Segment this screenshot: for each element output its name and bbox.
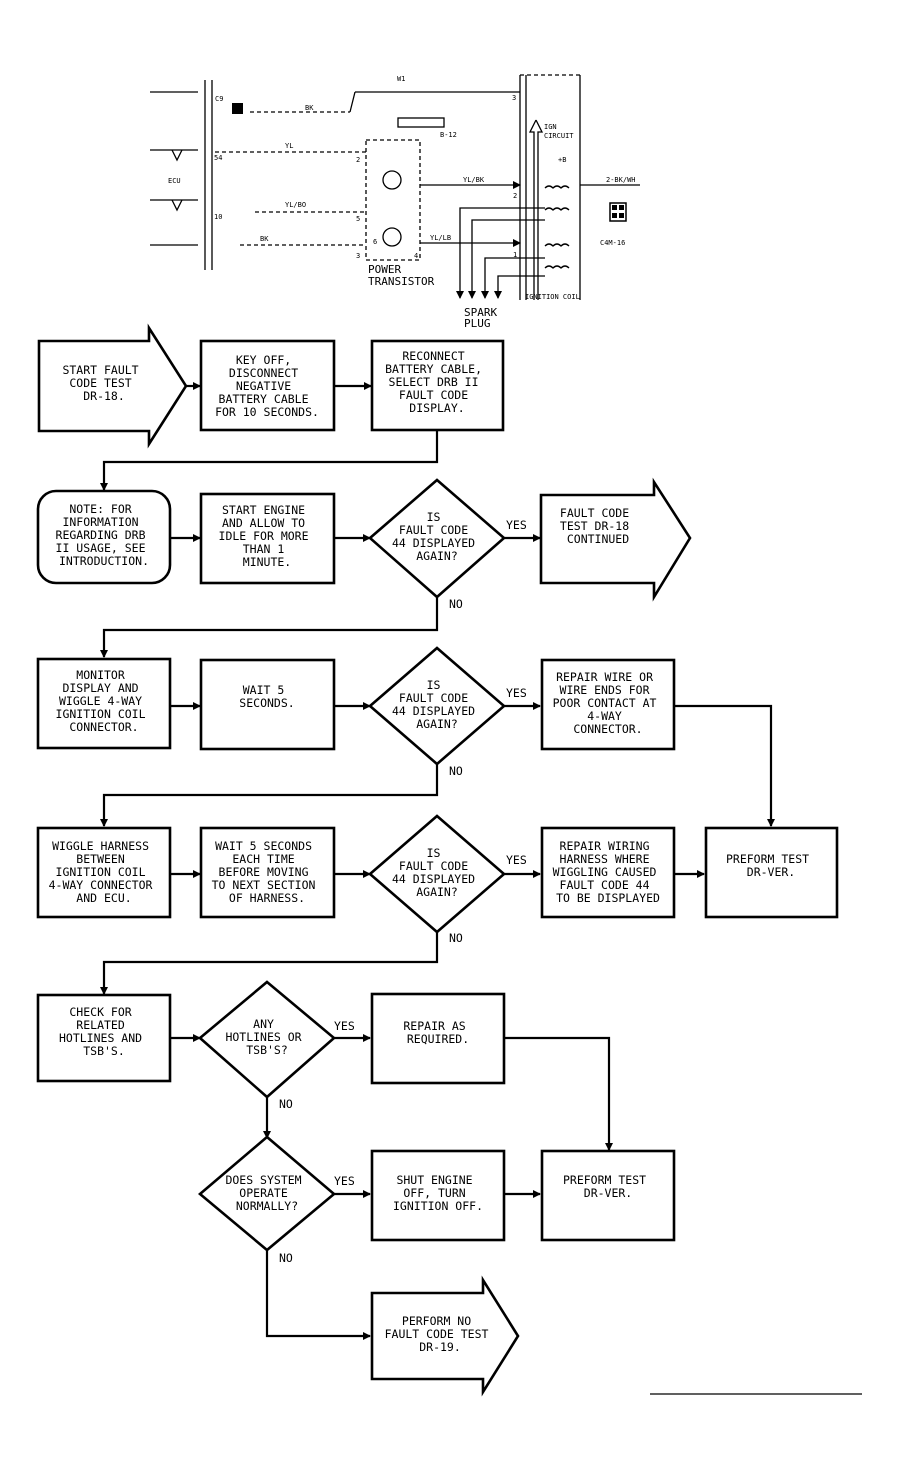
yes-label: YES — [334, 1019, 355, 1033]
perform-no-fault-code-test: PERFORM NO FAULT CODE TEST DR-19. — [370, 1275, 520, 1397]
svg-text:RECONNECT BATTERY CABLE,: RECONNECT BATTERY CABLE, SELECT DRB II F… — [385, 349, 489, 415]
wait-5-each-step: WAIT 5 SECONDS EACH TIME BEFORE MOVING T… — [199, 826, 336, 919]
label-c54: 54 — [214, 154, 222, 162]
label-pin3-top: 3 — [512, 94, 516, 102]
label-plug: PLUG — [464, 317, 491, 330]
reconnect-step: RECONNECT BATTERY CABLE, SELECT DRB II F… — [370, 339, 505, 432]
label-pin3b: 3 — [356, 252, 360, 260]
svg-text:REPAIR WIRING HARNESS WH: REPAIR WIRING HARNESS WHERE WIGGLING CAU… — [553, 839, 664, 905]
label-ignition-coil: IGNITION COIL — [525, 293, 580, 301]
svg-text:WAIT 5 SECONDS.: WAIT 5 SECONDS. — [239, 683, 294, 710]
svg-text:PREFORM TEST DR-VER.: PREFORM TEST DR-VER. — [726, 852, 816, 879]
decision-hotlines: ANY HOTLINES OR TSB'S? — [198, 980, 336, 1099]
label-plus-b: +B — [558, 156, 566, 164]
wiring-schematic: W1 BK C9 3 B-12 IGN CIRCUIT +B 54 ECU YL… — [150, 74, 640, 330]
label-pin5: 5 — [356, 215, 360, 223]
no-label: NO — [279, 1251, 293, 1265]
svg-text:IS FAULT CODE 44 D: IS FAULT CODE 44 DISPLAYED AGAIN? — [392, 846, 482, 899]
yes-label: YES — [334, 1174, 355, 1188]
no-label: NO — [449, 931, 463, 945]
start-text: START FAULT CODE TEST DR-18. — [62, 363, 145, 403]
label-transistor: TRANSISTOR — [368, 275, 435, 288]
label-bk-mid: BK — [260, 235, 269, 243]
label-b12: B-12 — [440, 131, 457, 139]
svg-text:IS FAULT CODE 44 D: IS FAULT CODE 44 DISPLAYED AGAIN? — [392, 678, 482, 731]
label-bk-top: BK — [305, 104, 314, 112]
perform-test-verification-1: PREFORM TEST DR-VER. — [704, 826, 839, 919]
decision-fault-code-2: IS FAULT CODE 44 DISPLAYED AGAIN? — [368, 646, 506, 766]
svg-text:CHECK FOR RELATED: CHECK FOR RELATED HOTLINES AND TSB'S. — [59, 1005, 149, 1058]
flow-connectors — [100, 382, 775, 1340]
svg-text:REPAIR WIRE OR WIRE ENDS: REPAIR WIRE OR WIRE ENDS FOR POOR CONTAC… — [553, 670, 664, 736]
label-wire-out: 2-BK/WH — [606, 176, 636, 184]
yes-label: YES — [506, 518, 527, 532]
svg-text:IS FAULT CODE 44 D: IS FAULT CODE 44 DISPLAYED AGAIN? — [392, 510, 482, 563]
svg-text:SHUT ENGINE OFF, TURN: SHUT ENGINE OFF, TURN IGNITION OFF. — [393, 1173, 483, 1213]
label-pin6: 6 — [373, 238, 377, 246]
branch-labels: YES NO YES NO YES NO YES NO YES NO — [279, 518, 527, 1265]
label-c10: 10 — [214, 213, 222, 221]
label-circuit: CIRCUIT — [544, 132, 574, 140]
svg-text:WIGGLE HARNESS BETWEEN: WIGGLE HARNESS BETWEEN IGNITION COIL 4-W… — [49, 839, 160, 905]
svg-text:PREFORM TEST DR-VER.: PREFORM TEST DR-VER. — [563, 1173, 653, 1200]
wiggle-harness-step: WIGGLE HARNESS BETWEEN IGNITION COIL 4-W… — [36, 826, 172, 919]
svg-text:PERFORM NO FAULT CODE TE: PERFORM NO FAULT CODE TEST DR-19. — [385, 1314, 496, 1354]
label-yl: YL — [285, 142, 293, 150]
svg-text:MONITOR DISPLAY AND: MONITOR DISPLAY AND WIGGLE 4-WAY IGNITIO… — [56, 668, 153, 734]
svg-text:REPAIR AS REQUIRED.: REPAIR AS REQUIRED. — [403, 1019, 472, 1046]
yes-label: YES — [506, 853, 527, 867]
decision-system-normal: DOES SYSTEM OPERATE NORMALLY? — [197, 1135, 337, 1252]
repair-wire-step: REPAIR WIRE OR WIRE ENDS FOR POOR CONTAC… — [540, 658, 676, 751]
label-w1: W1 — [397, 75, 405, 83]
svg-text:WAIT 5 SECONDS EACH TIME: WAIT 5 SECONDS EACH TIME BEFORE MOVING T… — [212, 839, 323, 905]
decision-fault-code-1: IS FAULT CODE 44 DISPLAYED AGAIN? — [368, 478, 506, 599]
repair-as-required-step: REPAIR AS REQUIRED. — [370, 992, 506, 1085]
wait-5-step: WAIT 5 SECONDS. — [199, 658, 336, 751]
label-yl-lb: YL/LB — [430, 234, 451, 242]
svg-text:NOTE: FOR INFORMATION: NOTE: FOR INFORMATION REGARDING DRB II U… — [56, 502, 153, 568]
label-spark: SPARK — [464, 306, 497, 319]
label-pin2a: 2 — [356, 156, 360, 164]
label-pin1: 1 — [513, 251, 517, 259]
yes-label: YES — [506, 686, 527, 700]
continued-arrow: FAULT CODE TEST DR-18 CONTINUED — [539, 477, 692, 602]
no-label: NO — [449, 597, 463, 611]
label-c4m16: C4M-16 — [600, 239, 625, 247]
start-engine-step: START ENGINE AND ALLOW TO IDLE FOR MORE … — [199, 492, 336, 585]
key-off-step: KEY OFF, DISCONNECT NEGATIVE BATTERY CAB… — [199, 339, 336, 432]
label-power: POWER — [368, 263, 401, 276]
svg-text:FAULT CODE TEST DR-18: FAULT CODE TEST DR-18 CONTINUED — [560, 506, 636, 546]
svg-text:KEY OFF, DISCONNECT: KEY OFF, DISCONNECT NEGATIVE BATTERY CAB… — [215, 353, 319, 419]
monitor-step: MONITOR DISPLAY AND WIGGLE 4-WAY IGNITIO… — [36, 657, 172, 750]
label-yl-bk: YL/BK — [463, 176, 485, 184]
perform-test-verification-2: PREFORM TEST DR-VER. — [540, 1149, 676, 1242]
label-c9: C9 — [215, 95, 223, 103]
no-label: NO — [449, 764, 463, 778]
label-yl-bo: YL/BO — [285, 201, 306, 209]
svg-text:START ENGINE AND ALLOW T: START ENGINE AND ALLOW TO IDLE FOR MORE … — [219, 503, 316, 569]
decision-fault-code-3: IS FAULT CODE 44 DISPLAYED AGAIN? — [368, 814, 506, 934]
label-pin2b: 2 — [513, 192, 517, 200]
svg-text:ANY HOTLINES OR TS: ANY HOTLINES OR TSB'S? — [225, 1017, 308, 1057]
check-hotlines-step: CHECK FOR RELATED HOTLINES AND TSB'S. — [36, 993, 172, 1083]
shut-engine-step: SHUT ENGINE OFF, TURN IGNITION OFF. — [370, 1149, 506, 1242]
label-ecu: ECU — [168, 177, 181, 185]
start-fault-code-test: START FAULT CODE TEST DR-18. — [37, 323, 188, 449]
svg-text:DOES SYSTEM OPERATE: DOES SYSTEM OPERATE NORMALLY? — [225, 1173, 308, 1213]
note-box: NOTE: FOR INFORMATION REGARDING DRB II U… — [36, 489, 172, 585]
label-pin4: 4 — [414, 252, 418, 260]
repair-harness-step: REPAIR WIRING HARNESS WHERE WIGGLING CAU… — [540, 826, 676, 919]
label-ign: IGN — [544, 123, 557, 131]
no-label: NO — [279, 1097, 293, 1111]
